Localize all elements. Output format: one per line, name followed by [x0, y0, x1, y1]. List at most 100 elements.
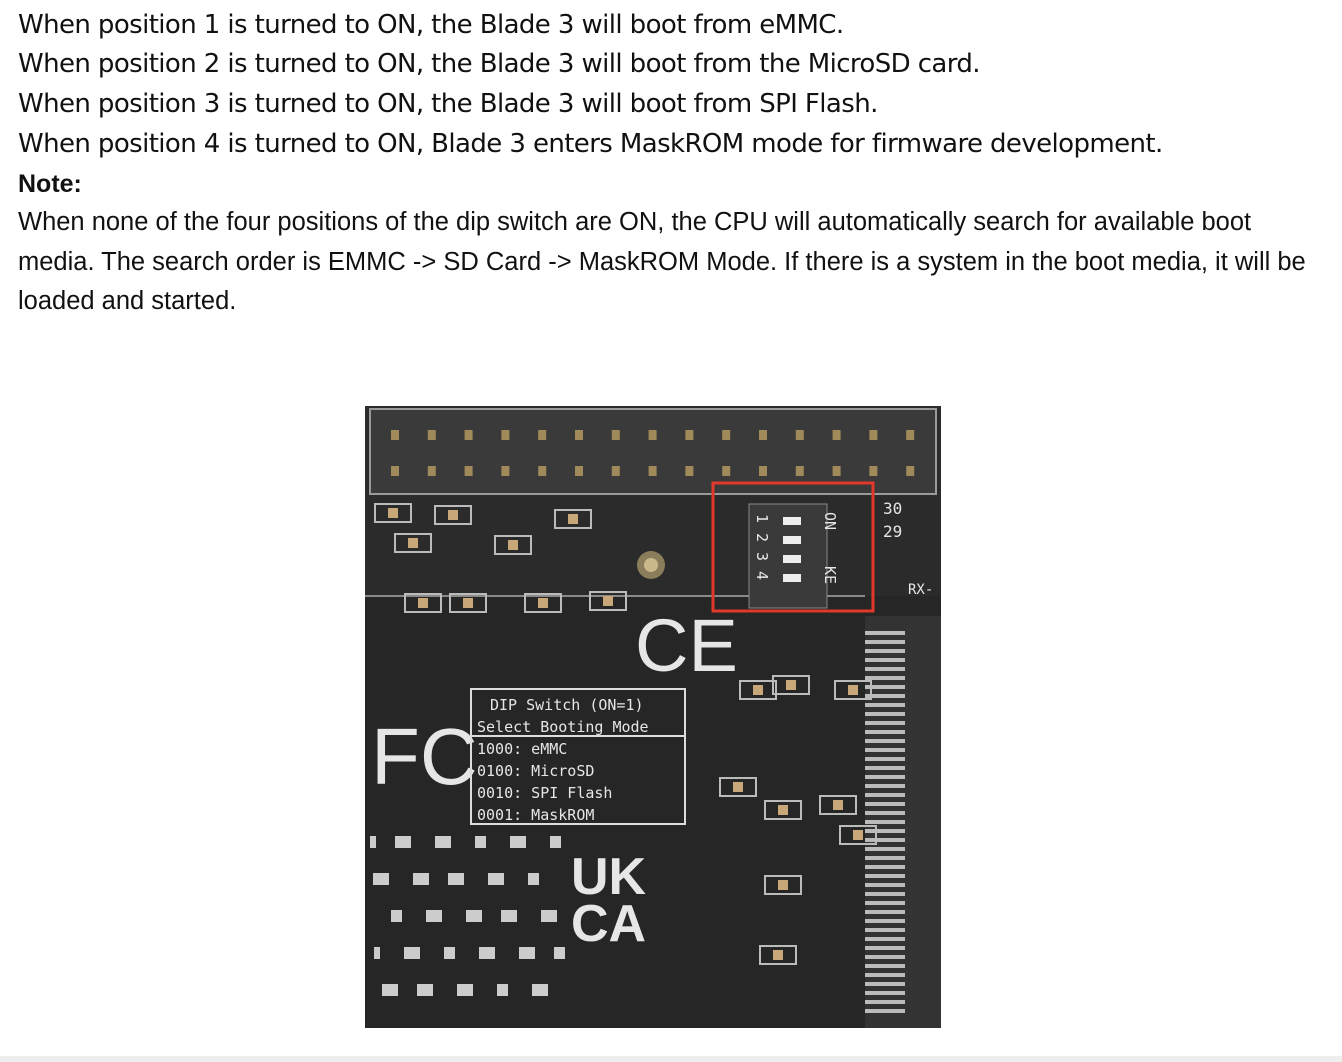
small-part [537, 984, 543, 996]
small-part [493, 873, 499, 885]
small-part [462, 984, 468, 996]
connector-contact [865, 757, 905, 761]
smd-component [764, 875, 802, 895]
smd-component [839, 825, 877, 845]
small-part [489, 947, 495, 959]
connector-contact [865, 883, 905, 887]
small-part [414, 947, 420, 959]
connector-contact [865, 775, 905, 779]
header-pin [538, 466, 547, 476]
small-part [529, 947, 535, 959]
smd-component [494, 535, 532, 555]
connector-contact [865, 730, 905, 734]
smd-component [404, 593, 442, 613]
small-part [524, 947, 530, 959]
header-pin [795, 466, 804, 476]
small-part [498, 873, 504, 885]
note-heading: Note: [18, 170, 82, 198]
smd-component [374, 503, 412, 523]
header-pin [538, 430, 547, 440]
connector-contact [865, 829, 905, 833]
small-part [511, 910, 517, 922]
connector-contact [865, 685, 905, 689]
header-pin [648, 430, 657, 440]
connector-contact [865, 802, 905, 806]
connector-contact [865, 649, 905, 653]
small-part [435, 836, 441, 848]
small-part [476, 910, 482, 922]
connector-contact [865, 784, 905, 788]
small-part [471, 910, 477, 922]
connector-contact [865, 910, 905, 914]
position-1-text: When position 1 is turned to ON, the Bla… [18, 10, 844, 40]
smd-component [589, 591, 627, 611]
header-pin [575, 430, 583, 440]
connector-contact [865, 748, 905, 752]
connector-contact [865, 703, 905, 707]
small-part [458, 873, 464, 885]
mode-maskrom: 0001: MaskROM [477, 806, 594, 824]
highlight-box [711, 481, 875, 613]
small-part [395, 836, 401, 848]
small-part [502, 984, 508, 996]
small-part [519, 947, 525, 959]
connector-contact [865, 856, 905, 860]
small-part [378, 873, 384, 885]
pin-29-label: 29 [883, 522, 902, 541]
connector-contact [865, 766, 905, 770]
header-pin [759, 466, 767, 476]
connector-contact [865, 964, 905, 968]
small-part [382, 984, 388, 996]
header-pin [575, 466, 583, 476]
small-part [542, 984, 548, 996]
note-paragraph: When none of the four positions of the d… [18, 208, 1306, 315]
connector-contact [865, 640, 905, 644]
small-part [426, 910, 432, 922]
header-pin [869, 430, 878, 440]
switch-ke-label: KE [821, 566, 839, 584]
connector-contact [865, 982, 905, 986]
position-4-text: When position 4 is turned to ON, Blade 3… [18, 129, 1163, 159]
small-part [515, 836, 521, 848]
mode-emmc: 1000: eMMC [477, 740, 567, 758]
connector-contact [865, 928, 905, 932]
small-part [440, 836, 446, 848]
smd-component [764, 800, 802, 820]
smd-component [524, 593, 562, 613]
connector-contact [865, 919, 905, 923]
connector-contact [865, 658, 905, 662]
connector-contact [865, 811, 905, 815]
silkscreen-title: DIP Switch (ON=1) [490, 696, 644, 714]
pin-header [369, 408, 937, 495]
small-part [497, 984, 503, 996]
ce-logo: CE [635, 604, 738, 687]
small-part [404, 947, 410, 959]
switch-toggle [783, 517, 801, 525]
small-part [423, 873, 429, 885]
header-pin [464, 430, 473, 440]
small-part [422, 984, 428, 996]
smd-component [394, 533, 432, 553]
small-part [554, 947, 560, 959]
header-pin [501, 466, 510, 476]
fcc-logo: FC [371, 712, 478, 801]
connector-contact [865, 820, 905, 824]
connector-contact [865, 937, 905, 941]
smd-component [772, 675, 810, 695]
header-pin [685, 466, 694, 476]
boot-mode-table [470, 688, 686, 825]
connector-contact [865, 793, 905, 797]
header-pin [685, 430, 694, 440]
connector-contact [865, 694, 905, 698]
header-pin [648, 466, 657, 476]
small-part [559, 947, 565, 959]
small-part [510, 836, 516, 848]
small-part [449, 947, 455, 959]
header-pin [869, 466, 878, 476]
connector-contact [865, 676, 905, 680]
small-part [370, 836, 376, 848]
connector-contact [865, 955, 905, 959]
connector-contact [865, 631, 905, 635]
header-pin [501, 430, 510, 440]
small-part [392, 984, 398, 996]
